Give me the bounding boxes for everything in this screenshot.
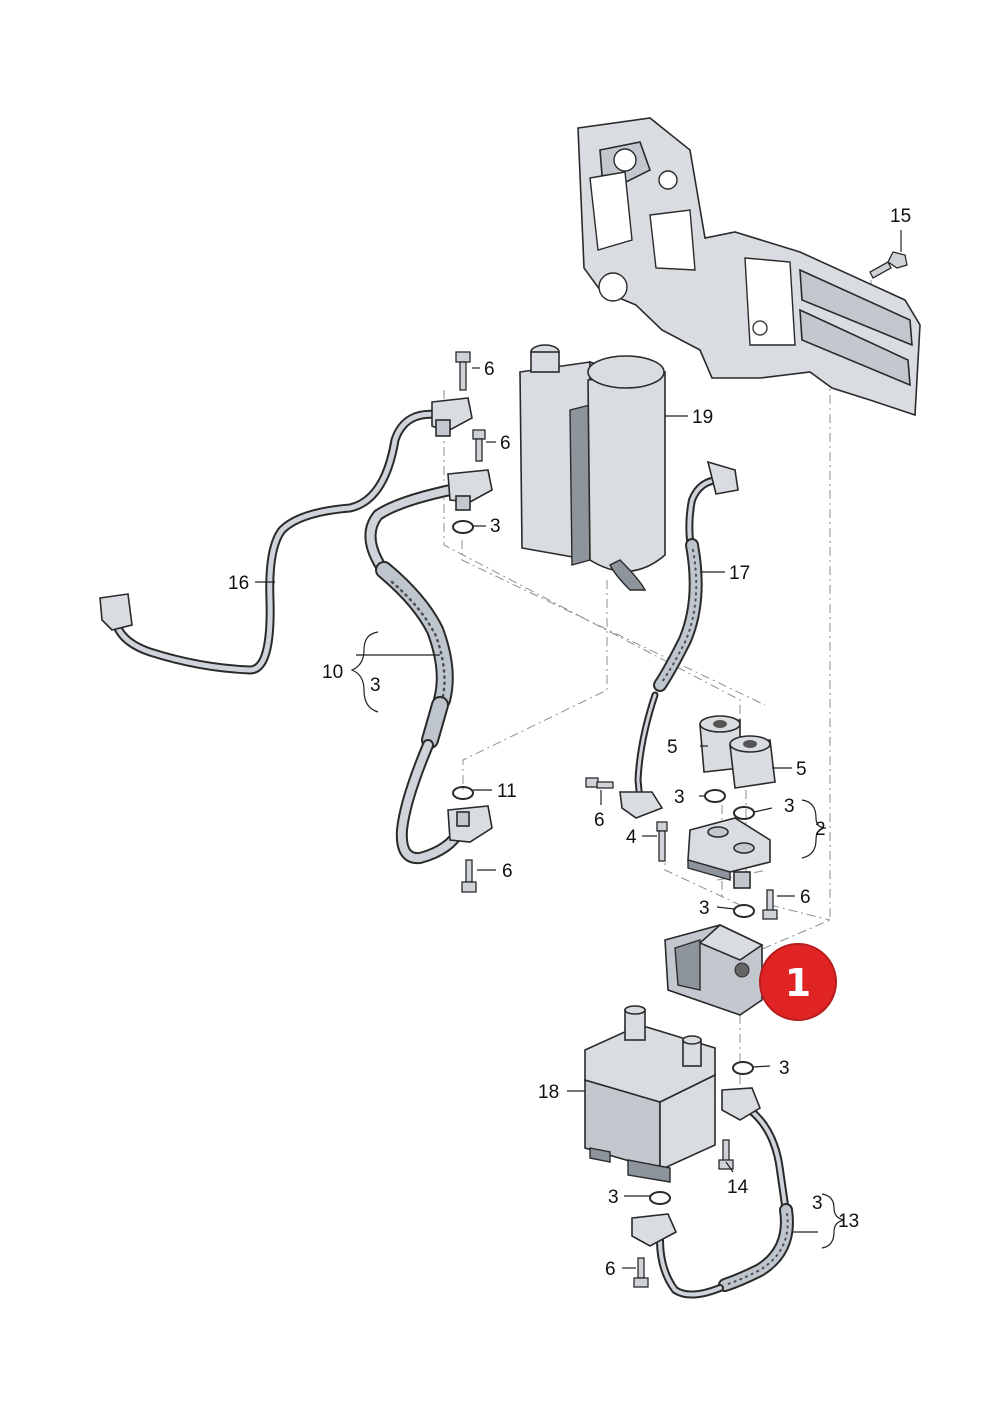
callout-3: 3 [699, 898, 710, 919]
mounting-bracket [577, 117, 921, 417]
callout-6: 6 [502, 861, 513, 882]
cooler-18 [584, 1005, 716, 1183]
component-1 [664, 924, 764, 1016]
badge-number: 1 [785, 961, 811, 1005]
pipe-13 [631, 1087, 794, 1299]
highlight-badge: 1 [759, 943, 837, 1021]
callout-3: 3 [370, 675, 381, 696]
leader-lines [255, 230, 902, 1269]
callout-3: 3 [608, 1187, 619, 1208]
callout-3: 3 [779, 1058, 790, 1079]
callout-4: 4 [626, 827, 637, 848]
callout-18: 18 [538, 1082, 559, 1103]
callout-3: 3 [490, 516, 501, 537]
callout-11: 11 [497, 781, 517, 802]
callout-10: 10 [322, 662, 343, 683]
callout-19: 19 [692, 407, 713, 428]
callout-16: 16 [228, 573, 249, 594]
callout-5: 5 [796, 759, 807, 780]
callout-labels: 15 6 19 6 3 16 17 10 3 5 5 11 3 3 2 6 4 … [228, 206, 911, 1280]
hose-10 [364, 469, 493, 865]
callout-6: 6 [800, 887, 811, 908]
callout-17: 17 [729, 563, 750, 584]
filter-housing-19 [519, 344, 666, 591]
callout-6: 6 [605, 1259, 616, 1280]
callout-3: 3 [674, 787, 685, 808]
callout-6: 6 [484, 359, 495, 380]
callout-3: 3 [812, 1193, 823, 1214]
pipe-16 [99, 397, 473, 675]
junction-block-2 [687, 817, 771, 889]
valve-blocks-5 [699, 715, 776, 789]
callout-13: 13 [838, 1211, 859, 1232]
callout-3: 3 [784, 796, 795, 817]
callout-6: 6 [500, 433, 511, 454]
callout-2: 2 [815, 819, 826, 840]
callout-5: 5 [667, 737, 678, 758]
callout-14: 14 [727, 1177, 749, 1198]
hose-17 [619, 460, 739, 819]
bolts [455, 351, 778, 1288]
bolt-15 [869, 251, 908, 279]
callout-15: 15 [890, 206, 911, 227]
callout-6: 6 [594, 810, 605, 831]
sealing-rings [452, 520, 755, 1205]
